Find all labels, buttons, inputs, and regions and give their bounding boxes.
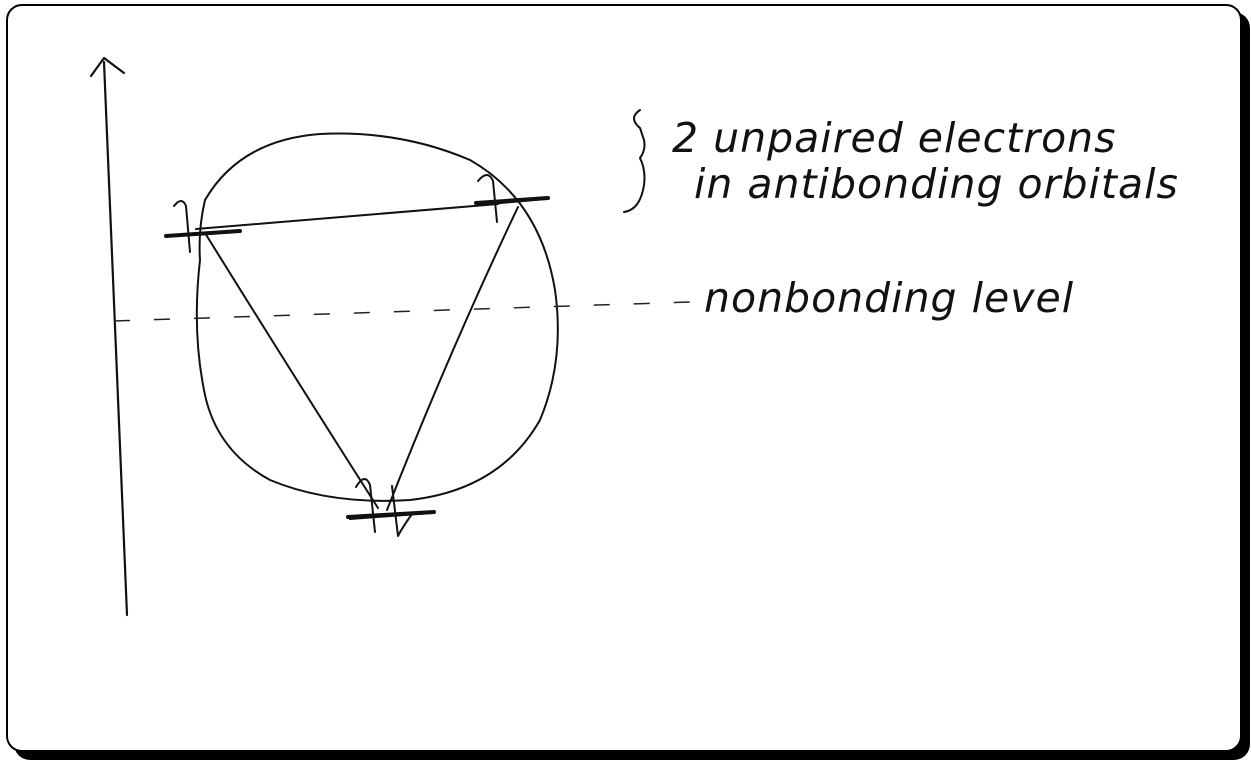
curly-brace-icon	[623, 109, 646, 213]
antibonding-orbitals-label: in antibonding orbitals	[694, 160, 1179, 208]
frost-circle-icon	[195, 132, 559, 502]
orbital-bottom-bonding	[346, 478, 436, 537]
energy-axis-arrow-icon	[89, 56, 129, 617]
unpaired-electrons-label: 2 unpaired electrons	[672, 114, 1117, 162]
dashed-line-icon	[113, 301, 691, 322]
orbital-left-antibonding	[164, 200, 242, 253]
spin-down-electron-icon	[391, 485, 413, 537]
triangle-icon	[195, 203, 519, 511]
orbital-right-antibonding	[474, 174, 550, 223]
card-frame	[6, 4, 1242, 752]
spin-up-electron-icon	[355, 478, 376, 533]
spin-up-electron-icon	[173, 200, 191, 253]
spin-up-electron-icon	[477, 174, 498, 223]
nonbonding-level-label: nonbonding level	[704, 274, 1074, 322]
